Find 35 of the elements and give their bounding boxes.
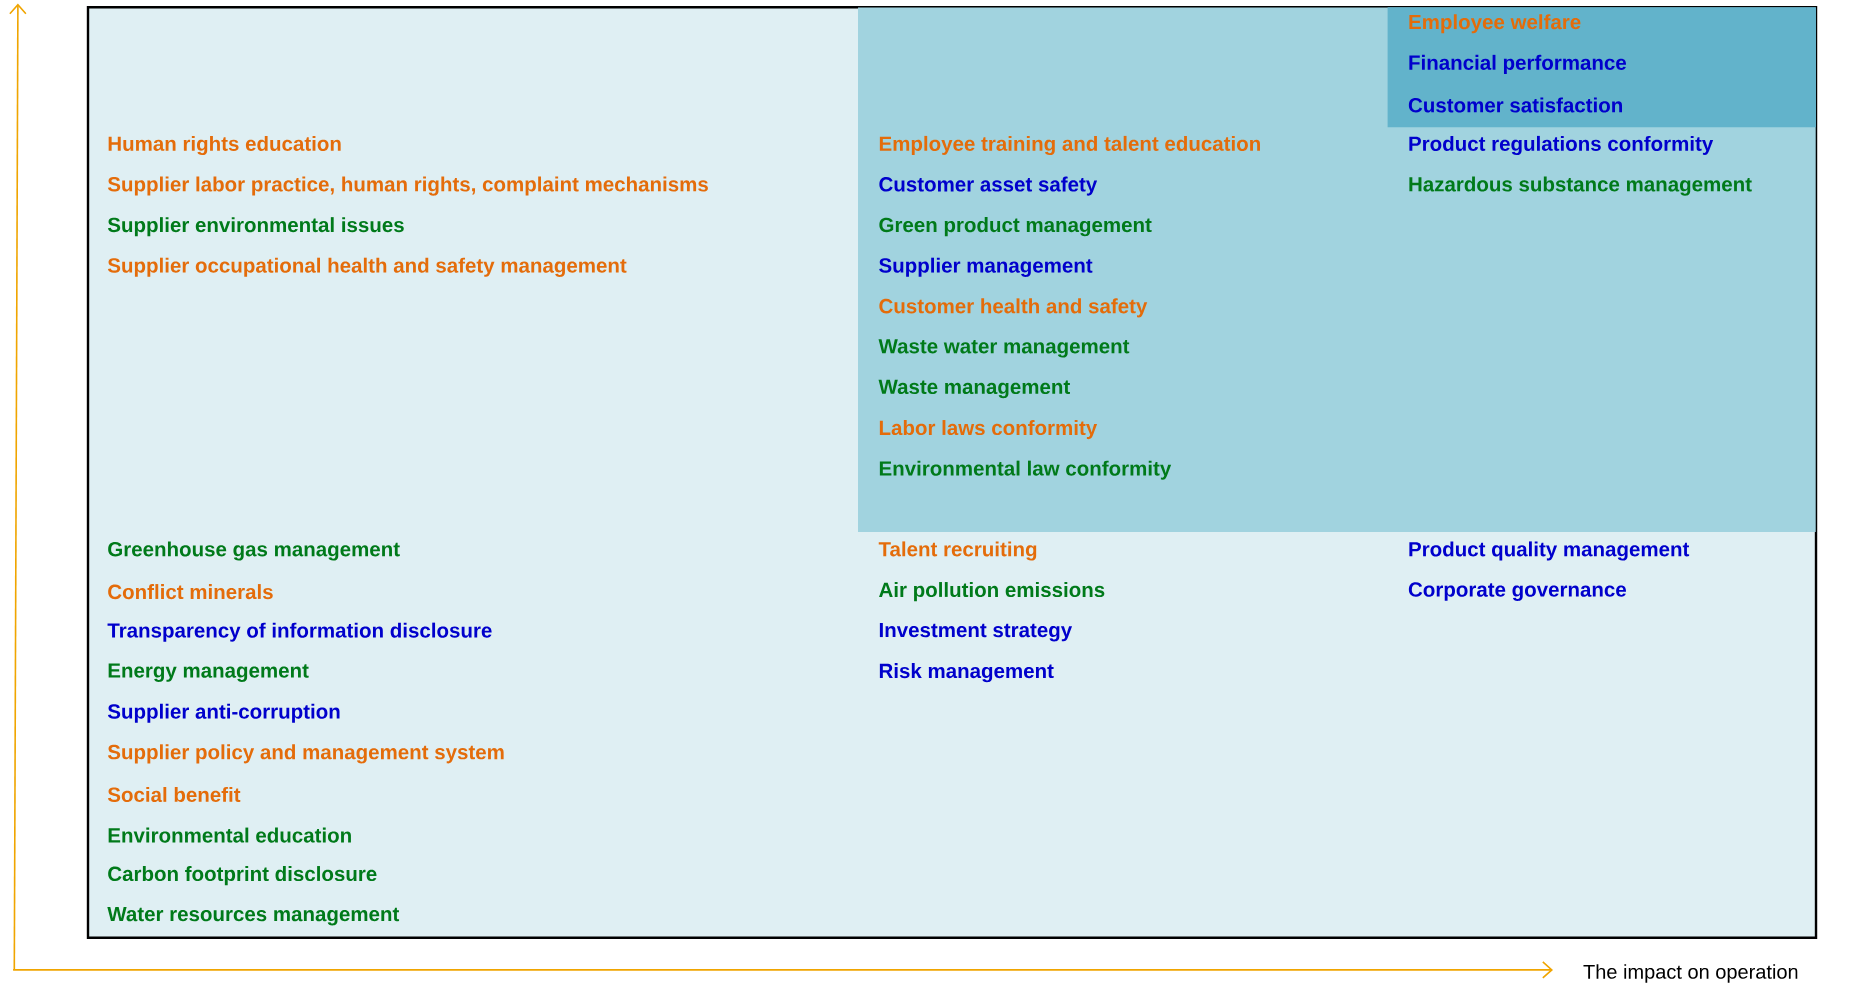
item-label: Employee welfare [1409,14,1581,34]
item-label: Waste management [878,379,1070,399]
item-label: Conflict minerals [108,584,273,600]
item-label: Investment strategy [879,623,1073,642]
item-label: Greenhouse gas management [108,541,400,561]
item-label: Supplier environmental issues [107,217,404,237]
item-label: Risk management [879,663,1054,683]
item-label: Labor laws conformity [879,420,1098,440]
item-label: Customer asset safety [879,176,1098,196]
item-label: Customer health and safety [879,298,1148,318]
item-label: Transparency of information disclosure [107,622,492,642]
item-label: Customer satisfaction [1408,97,1622,113]
item-label: Green product management [879,217,1152,237]
item-label: Employee training and talent education [879,135,1260,156]
item-label: Water resources management [107,907,400,926]
item-label: Supplier anti-corruption [107,703,340,723]
item-label: Financial performance [1409,54,1627,74]
axis-label: The impact on operation [1583,964,1798,983]
item-label: Supplier occupational health and safety management [107,257,627,277]
item-label: Corporate governance [1408,582,1626,601]
item-label: Air pollution emissions [879,582,1105,602]
item-label: Supplier policy and management system [107,744,504,764]
item-label: Supplier labor practice, human rights, complaint mechanisms [107,176,708,196]
item-label: Social benefit [107,786,241,803]
item-label: Environmental law conformity [879,460,1172,480]
item-label: Talent recruiting [878,541,1037,561]
item-label: Supplier management [879,257,1093,277]
item-label: Product regulations conformity [1409,135,1714,156]
item-label: Environmental education [108,827,351,843]
item-label: Energy management [108,663,309,682]
item-label: Human rights education [108,135,341,156]
item-label: Product quality management [1409,541,1690,561]
item-label: Waste water management [878,339,1130,358]
item-label: Carbon footprint disclosure [108,866,377,886]
item-label: Hazardous substance management [1409,176,1752,196]
